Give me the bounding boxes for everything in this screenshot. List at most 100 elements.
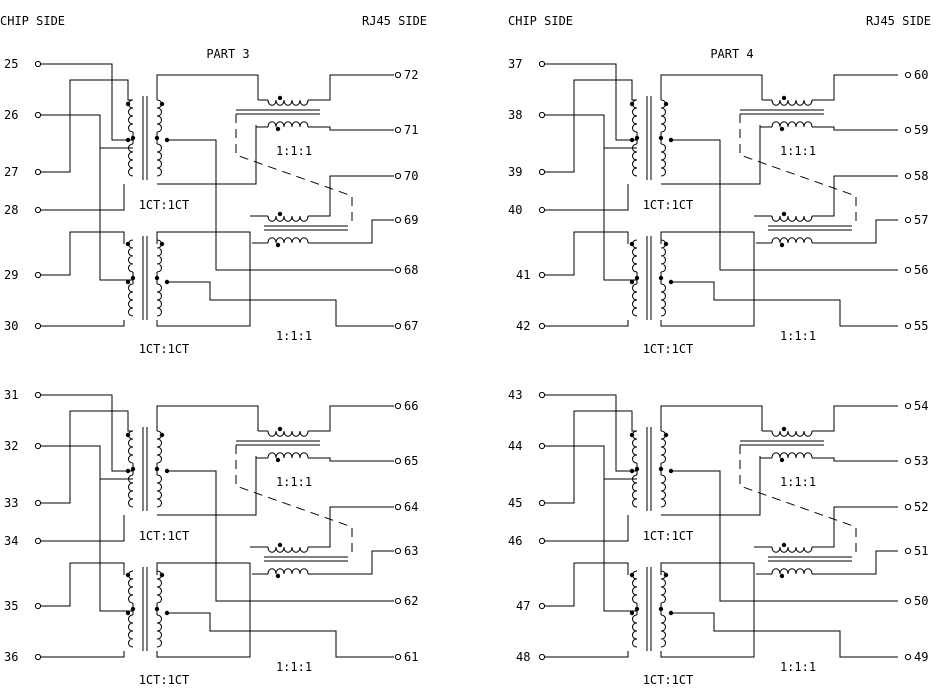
chip-pin-terminal xyxy=(34,653,42,661)
shield-dashed-line xyxy=(739,114,857,225)
polarity-dot xyxy=(159,101,165,107)
wire xyxy=(308,506,394,548)
wire xyxy=(167,470,394,602)
lower-transformer xyxy=(629,236,669,320)
polarity-dot xyxy=(159,572,165,578)
rj45-pin-terminal xyxy=(394,126,402,134)
rj45-pin-label: 71 xyxy=(404,123,418,137)
rj45-pin-label: 49 xyxy=(914,650,928,664)
wire xyxy=(308,219,394,244)
polarity-dot xyxy=(125,610,131,616)
secondary-coil-lower xyxy=(156,143,162,177)
wire xyxy=(41,515,125,542)
choke-coil-upper xyxy=(267,546,309,553)
primary-coil-upper xyxy=(128,239,134,273)
block-4: 4344454647485453525150491CT:1CT1CT:1CT1:… xyxy=(508,388,928,687)
polarity-dot xyxy=(159,241,165,247)
transformer-ratio-label: 1CT:1CT xyxy=(139,342,190,356)
rj45-pin-label: 57 xyxy=(914,213,928,227)
wire xyxy=(812,457,898,462)
rj45-pin-label: 63 xyxy=(404,544,418,558)
secondary-coil-lower xyxy=(660,283,666,317)
secondary-tap-dot xyxy=(658,135,664,141)
chip-pin-label: 40 xyxy=(508,203,522,217)
polarity-dot xyxy=(781,95,787,101)
chip-pin-terminal xyxy=(34,322,42,330)
transformer-ratio-label: 1CT:1CT xyxy=(139,529,190,543)
chip-pin-terminal xyxy=(538,653,546,661)
polarity-dot xyxy=(125,468,131,474)
rj45-pin-label: 68 xyxy=(404,263,418,277)
secondary-coil-lower xyxy=(156,614,162,648)
wire xyxy=(308,74,394,101)
chip-pin-label: 38 xyxy=(508,108,522,122)
choke-coil-upper xyxy=(267,215,309,222)
wire xyxy=(660,562,755,658)
polarity-dot xyxy=(275,457,281,463)
transformer-ratio-label: 1CT:1CT xyxy=(139,198,190,212)
wire xyxy=(157,456,257,516)
block-2: PART 43738394041426059585756551CT:1CT1CT… xyxy=(508,47,928,356)
secondary-coil-lower xyxy=(660,143,666,177)
wire xyxy=(660,405,763,431)
primary-coil-upper xyxy=(632,239,638,273)
chip-pin-terminal xyxy=(538,60,546,68)
wire xyxy=(41,184,125,211)
polarity-dot xyxy=(277,95,283,101)
polarity-dot xyxy=(663,101,669,107)
transformer-ratio-label: 1CT:1CT xyxy=(139,673,190,687)
rj45-pin-terminal xyxy=(394,172,402,180)
polarity-dot xyxy=(668,468,674,474)
chip-pin-terminal xyxy=(34,60,42,68)
wire xyxy=(671,281,898,327)
chip-pin-label: 48 xyxy=(516,650,530,664)
wire xyxy=(660,651,728,658)
polarity-dot xyxy=(781,426,787,432)
polarity-dot xyxy=(629,137,635,143)
rj45-pin-label: 64 xyxy=(404,500,418,514)
rj45-pin-label: 62 xyxy=(404,594,418,608)
wire xyxy=(812,550,898,575)
polarity-dot xyxy=(277,211,283,217)
polarity-dot xyxy=(629,241,635,247)
polarity-dot xyxy=(125,241,131,247)
wire xyxy=(99,148,133,281)
polarity-dot xyxy=(629,279,635,285)
chip-pin-terminal xyxy=(538,271,546,279)
polarity-dot xyxy=(629,468,635,474)
wire xyxy=(41,79,133,173)
rj45-pin-terminal xyxy=(394,216,402,224)
primary-tap-dot xyxy=(634,135,640,141)
wire xyxy=(545,184,629,211)
wire xyxy=(41,231,125,276)
secondary-coil-lower xyxy=(156,474,162,508)
block-title: PART 4 xyxy=(710,47,753,61)
chip-pin-terminal xyxy=(34,168,42,176)
rj45-pin-label: 59 xyxy=(914,123,928,137)
chip-pin-label: 28 xyxy=(4,203,18,217)
secondary-coil-upper xyxy=(660,430,666,464)
block-1: PART 32526272829307271706968671CT:1CT1CT… xyxy=(4,47,418,356)
rj45-pin-label: 65 xyxy=(404,454,418,468)
polarity-dot xyxy=(629,610,635,616)
rj45-pin-terminal xyxy=(394,457,402,465)
polarity-dot xyxy=(779,457,785,463)
chip-pin-label: 37 xyxy=(508,57,522,71)
upper-transformer xyxy=(125,427,165,511)
rj45-pin-terminal xyxy=(394,547,402,555)
wire xyxy=(41,394,133,472)
chip-pin-label: 33 xyxy=(4,496,18,510)
wire xyxy=(156,320,224,327)
chip-pin-terminal xyxy=(538,537,546,545)
rj45-pin-terminal xyxy=(904,547,912,555)
polarity-dot xyxy=(125,279,131,285)
chip-pin-label: 26 xyxy=(4,108,18,122)
secondary-coil-lower xyxy=(156,283,162,317)
polarity-dot xyxy=(629,101,635,107)
choke-coil-upper xyxy=(771,215,813,222)
shield-dashed-line xyxy=(739,445,857,556)
wire xyxy=(603,479,637,612)
secondary-coil-lower xyxy=(660,474,666,508)
polarity-dot xyxy=(275,573,281,579)
wire xyxy=(545,410,637,504)
